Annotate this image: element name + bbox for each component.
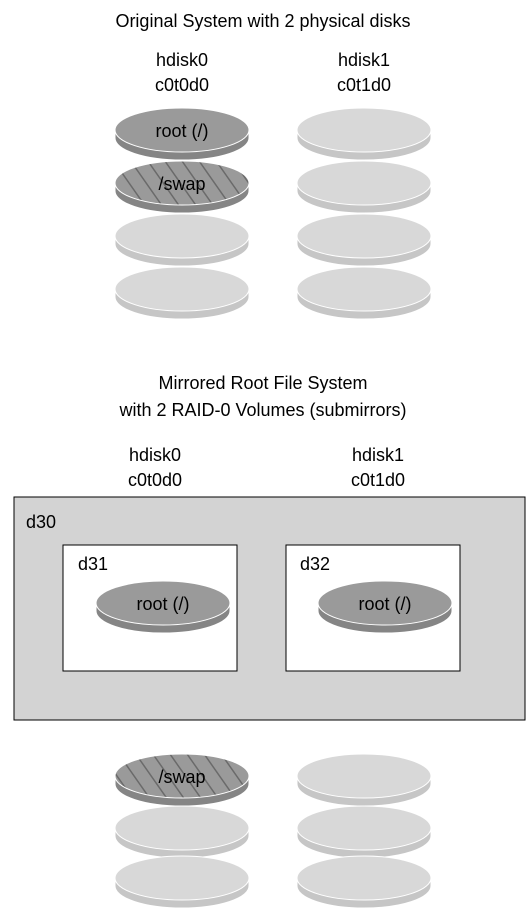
bottom-hdisk1-ctd: c0t1d0 xyxy=(351,470,405,490)
disk-platter xyxy=(296,107,432,161)
disk-platter xyxy=(296,855,432,909)
submirror-d31: d31 root (/) xyxy=(62,544,238,672)
disk-platter-root: root (/) xyxy=(317,580,453,634)
disk-platter xyxy=(114,805,250,859)
bottom-title-line2: with 2 RAID-0 Volumes (submirrors) xyxy=(118,400,406,420)
disk-platter xyxy=(114,213,250,267)
top-hdisk0-ctd: c0t0d0 xyxy=(155,75,209,95)
disk-platter xyxy=(296,160,432,214)
disk-platter xyxy=(114,266,250,320)
bottom-hdisk0-ctd: c0t0d0 xyxy=(128,470,182,490)
submirror-d32-name: d32 xyxy=(300,554,330,574)
top-hdisk1-name: hdisk1 xyxy=(338,50,390,70)
bottom-swap-label: /swap xyxy=(158,767,205,787)
submirror-d31-name: d31 xyxy=(78,554,108,574)
bottom-hdisk1-name: hdisk1 xyxy=(352,445,404,465)
disk-platter-swap: /swap xyxy=(114,160,250,214)
top-swap-label: /swap xyxy=(158,174,205,194)
disk-platter xyxy=(114,855,250,909)
d31-root-label: root (/) xyxy=(136,594,189,614)
disk-platter xyxy=(296,266,432,320)
bottom-hdisk0-name: hdisk0 xyxy=(129,445,181,465)
top-hdisk1-ctd: c0t1d0 xyxy=(337,75,391,95)
bottom-title-line1: Mirrored Root File System xyxy=(158,373,367,393)
submirror-d32: d32 root (/) xyxy=(285,544,461,672)
disk-platter xyxy=(296,805,432,859)
top-title: Original System with 2 physical disks xyxy=(115,11,410,31)
disk-platter-root: root (/) xyxy=(95,580,231,634)
top-hdisk0-name: hdisk0 xyxy=(156,50,208,70)
disk-platter-root: root (/) xyxy=(114,107,250,161)
bottom-hdisk0-stack: /swap xyxy=(114,753,250,909)
disk-platter xyxy=(296,213,432,267)
mirror-name: d30 xyxy=(26,512,56,532)
mirror-volume-d30: d30 d31 root (/) d32 root (/) xyxy=(13,496,526,721)
top-hdisk0-stack: root (/) /swap xyxy=(114,107,250,320)
top-root-label: root (/) xyxy=(155,121,208,141)
d32-root-label: root (/) xyxy=(358,594,411,614)
disk-platter-swap: /swap xyxy=(114,753,250,807)
bottom-hdisk1-stack xyxy=(296,753,432,909)
top-hdisk1-stack xyxy=(296,107,432,320)
disk-platter xyxy=(296,753,432,807)
